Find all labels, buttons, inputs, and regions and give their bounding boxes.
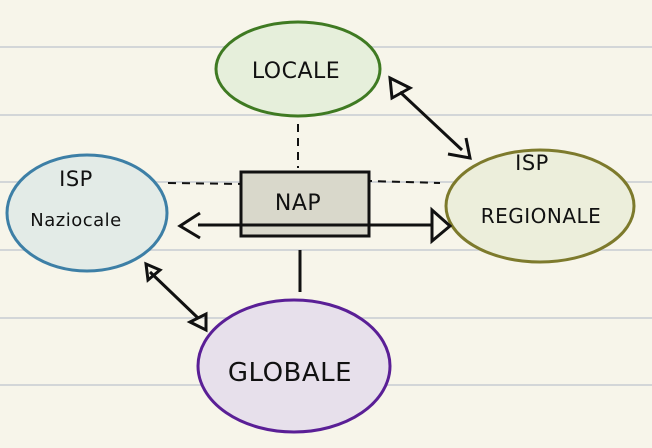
isp-nazionale-ellipse [5,153,169,273]
nap-label: NAP [275,191,321,216]
arrow-head-right [430,206,453,245]
isp-regionale-label-line2: REGIONALE [481,204,602,228]
globale-label: GLOBALE [228,358,352,388]
isp-nazionale-label-line1: ISP [59,167,93,191]
locale-label: LOCALE [252,59,340,84]
dashed-links [167,124,441,186]
nazionale-globale-arrow [144,261,208,333]
arrow-head-top [388,75,414,101]
arrow-shaft [148,270,200,320]
locale-regionale-arrow [388,75,472,160]
arrow-head-bottom [186,311,208,333]
nazionale-regionale-arrow [177,206,453,245]
arrow-head-left [177,211,201,240]
arrow-head-top [144,261,163,283]
arrow-shaft [398,90,464,152]
isp-regionale-ellipse [444,148,636,264]
arrow-head-bottom [447,137,472,160]
isp-regionale-label-line1: ISP [515,151,549,175]
globale-ellipse [196,298,392,434]
isp-nazionale-label-line2: Naziocale [30,210,121,231]
locale-ellipse [214,20,382,118]
